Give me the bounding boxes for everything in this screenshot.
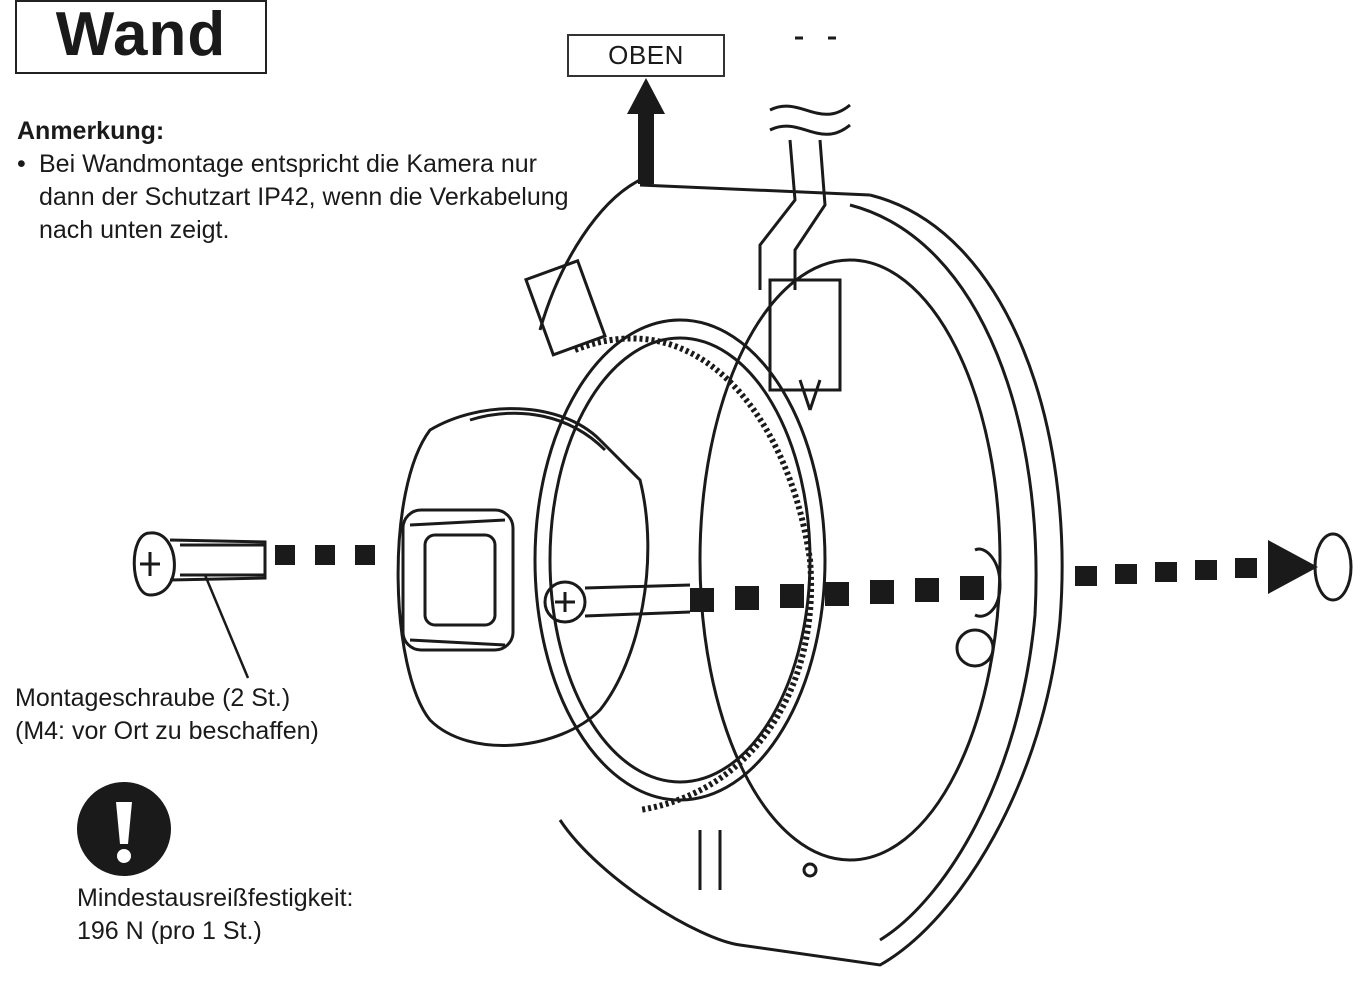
strength-label-line2: 196 N (pro 1 St.) — [77, 917, 262, 945]
cable-illustration — [758, 36, 851, 290]
screw-icon — [132, 531, 267, 597]
arrow-right-icon — [1268, 540, 1318, 594]
screw-leader-line — [203, 574, 250, 679]
arrow-up-icon — [627, 78, 665, 184]
wall-hole-icon — [1313, 532, 1353, 602]
camera-illustration — [396, 178, 1064, 967]
page-title: Wand — [55, 0, 227, 69]
up-direction-box: OBEN — [567, 34, 725, 77]
strength-label: Mindestausreißfestigkeit: 196 N (pro 1 S… — [77, 882, 354, 948]
note-bullet: • — [17, 150, 26, 178]
screw-label-line1: Montageschraube (2 St.) — [15, 684, 291, 712]
strength-label-line1: Mindestausreißfestigkeit: — [77, 884, 354, 912]
note-heading: Anmerkung: — [17, 117, 165, 145]
note-body: • Bei Wandmontage entspricht die Kamera … — [17, 148, 587, 247]
screw-label: Montageschraube (2 St.) (M4: vor Ort zu … — [15, 682, 319, 748]
title-box: Wand — [15, 0, 267, 74]
dashed-insertion-line — [275, 545, 1257, 612]
up-direction-label: OBEN — [608, 40, 684, 70]
screw-label-line2: (M4: vor Ort zu beschaffen) — [15, 717, 319, 745]
warning-icon — [77, 782, 171, 876]
note-text: Bei Wandmontage entspricht die Kamera nu… — [39, 150, 569, 244]
